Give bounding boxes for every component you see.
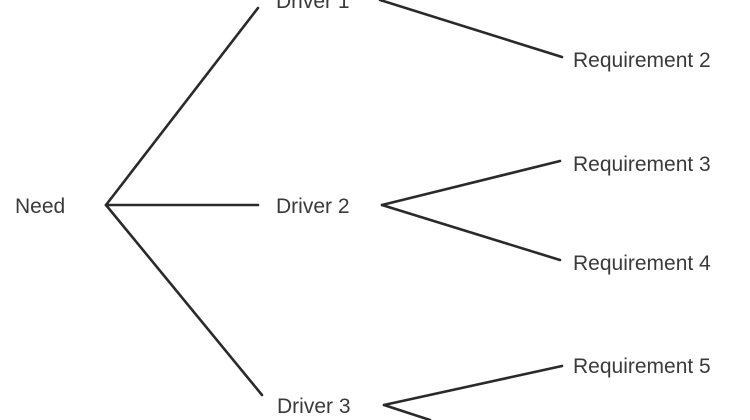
- edge-driver-3-offscreen: [382, 403, 432, 420]
- edge-driver-1-requirement-2: [378, 0, 564, 59]
- driver-3-label: Driver 3: [277, 395, 351, 418]
- requirement-2-label: Requirement 2: [573, 49, 711, 72]
- edge-need-driver-1: [104, 6, 260, 207]
- requirement-5-label: Requirement 5: [573, 355, 711, 378]
- edge-driver-2-requirement-3: [380, 159, 562, 207]
- driver-1-label: Driver 1: [276, 0, 350, 13]
- edge-need-driver-3: [104, 203, 264, 397]
- driver-2-label: Driver 2: [276, 195, 350, 218]
- need-label: Need: [15, 195, 65, 218]
- requirement-3-label: Requirement 3: [573, 153, 711, 176]
- edge-driver-2-requirement-4: [380, 203, 562, 262]
- requirement-4-label: Requirement 4: [573, 252, 711, 275]
- edge-driver-3-requirement-5: [382, 364, 564, 407]
